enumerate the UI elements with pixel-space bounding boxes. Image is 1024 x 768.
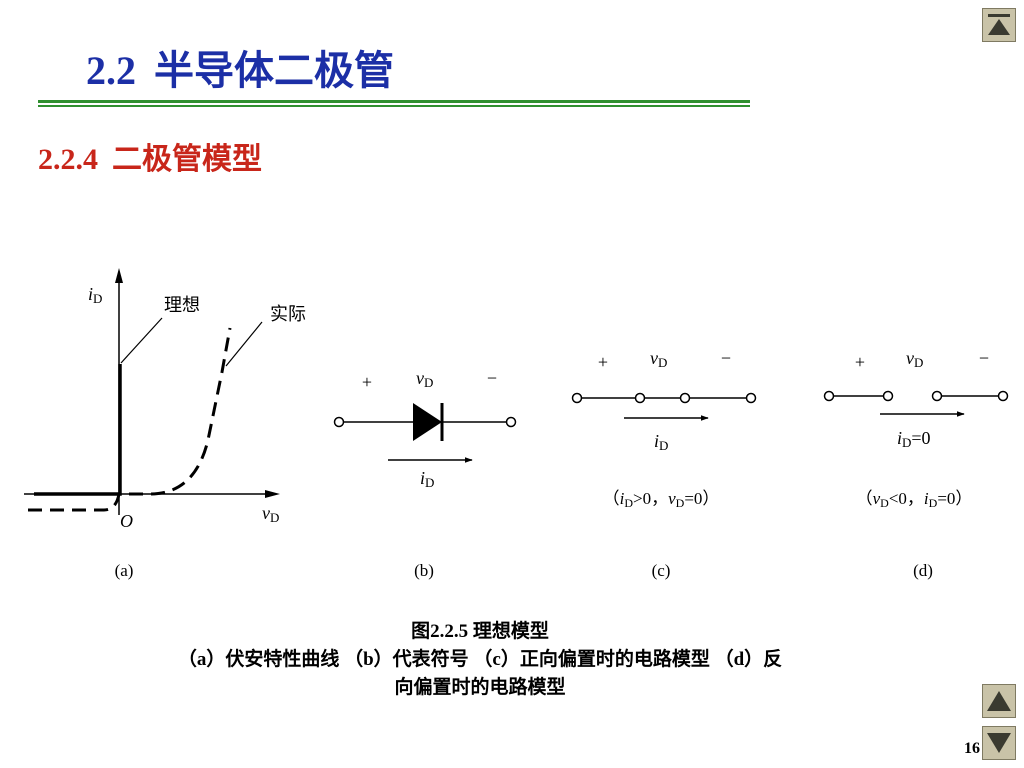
section-title-text: 半导体二极管 [154,48,394,93]
page-title: 2.2 半导体二极管 [86,38,394,96]
terminal-right [997,390,1009,402]
minus-sign: − [487,368,497,388]
y-axis-arrow [115,268,123,283]
panel-c-forward-model: + − vD iD （iD>0，vD=0） (c) [571,348,757,580]
plus-sign: + [362,372,372,392]
actual-curve [28,327,232,512]
panel-c-tag: (c) [652,561,671,580]
subsection-number: 2.2.4 [38,143,98,176]
first-page-icon [988,14,1010,35]
minus-sign: − [979,348,989,368]
previous-page-icon [987,691,1011,711]
ideal-label: 理想 [164,295,200,315]
plus-sign: + [598,352,608,372]
voltage-label: vD [650,348,667,370]
actual-label: 实际 [270,304,306,324]
open-node-1 [882,390,894,402]
current-label: iD [654,431,668,453]
condition-label: （vD<0，iD=0） [856,489,973,510]
next-page-button[interactable] [982,726,1016,760]
caption-title: 图2.2.5 理想模型 [411,621,549,642]
caption-line-2: （a）伏安特性曲线 （b）代表符号 （c）正向偏置时的电路模型 （d）反 [177,649,783,670]
panel-a-tag: (a) [115,561,134,580]
page-number: 16 [964,740,980,757]
figure-caption: 图2.2.5 理想模型 （a）伏安特性曲线 （b）代表符号 （c）正向偏置时的电… [30,618,930,702]
panel-d-tag: (d) [913,561,933,580]
plus-sign: + [855,352,865,372]
ideal-leader [120,317,163,364]
section-number: 2.2 [86,48,136,93]
terminal-left [571,392,583,404]
condition-label: （iD>0，vD=0） [603,489,720,510]
minus-sign: − [721,348,731,368]
caption-line-3: 向偏置时的电路模型 [394,677,566,698]
voltage-label: vD [416,368,433,390]
panel-b-tag: (b) [414,561,434,580]
cathode-terminal [505,416,517,428]
actual-leader [225,321,263,367]
x-axis-label: vD [262,503,279,525]
node-2 [679,392,691,404]
origin-label: O [120,511,133,531]
voltage-label: vD [906,348,923,370]
open-node-2 [931,390,943,402]
previous-page-button[interactable] [982,684,1016,718]
subsection-title-text: 二极管模型 [112,143,262,176]
first-page-button[interactable] [982,8,1016,42]
current-label: iD [420,468,434,490]
title-divider [38,100,750,109]
panel-b-diode-symbol: + − vD iD (b) [333,368,517,580]
terminal-left [823,390,835,402]
panel-a-iv-curve: iD vD O 理想 实际 (a) [24,268,306,580]
y-axis-label: iD [88,284,102,306]
ideal-curve [34,364,122,496]
subsection-title: 2.2.4 二极管模型 [38,134,262,178]
current-label: iD=0 [897,428,931,450]
panel-d-reverse-model: + − vD iD=0 （vD<0，iD=0） (d) [823,348,1009,580]
terminal-right [745,392,757,404]
anode-terminal [333,416,345,428]
node-1 [634,392,646,404]
diode-triangle [413,403,442,441]
next-page-icon [987,733,1011,753]
x-axis-arrow [265,490,280,498]
